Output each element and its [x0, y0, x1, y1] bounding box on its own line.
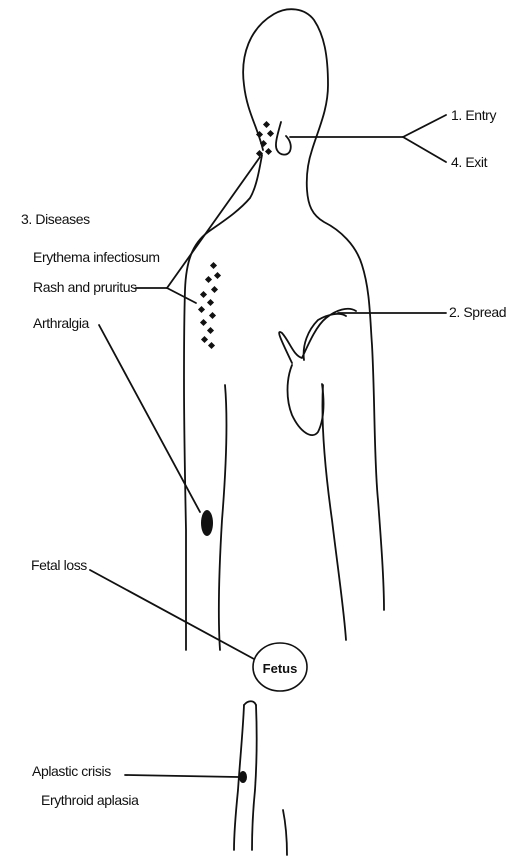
rash-dot	[200, 319, 207, 326]
fetus-label: Fetus	[258, 661, 302, 676]
aplastic-crisis-leader	[125, 775, 238, 777]
entry-label: 1. Entry	[451, 108, 496, 122]
fetal-loss-label: Fetal loss	[31, 558, 87, 572]
joint-marker	[201, 510, 213, 536]
rash-dot	[265, 148, 272, 155]
rash-dot	[214, 272, 221, 279]
nose-icon	[276, 122, 291, 155]
bone-marrow-marker	[239, 771, 247, 783]
left-inner-arm-line	[322, 385, 346, 640]
heart-icon	[279, 309, 356, 435]
disease-arthralgia-label: Arthralgia	[33, 316, 89, 330]
disease-rash-label: Rash and pruritus	[33, 280, 137, 294]
rash-dot	[207, 299, 214, 306]
exit-leader	[403, 137, 446, 162]
rash-dot	[208, 342, 215, 349]
rash-dot	[198, 306, 205, 313]
leg-outline-inner	[252, 705, 257, 850]
rash-dot	[207, 327, 214, 334]
rash-dot	[209, 312, 216, 319]
erythroid-aplasia-label: Erythroid aplasia	[41, 793, 138, 807]
rash-dot	[205, 276, 212, 283]
diseases-heading: 3. Diseases	[21, 212, 90, 226]
leg-top	[244, 701, 256, 705]
rash-dot	[263, 121, 270, 128]
disease-leader-arm	[167, 288, 196, 303]
spread-label: 2. Spread	[449, 305, 506, 319]
left-leg-stub	[283, 810, 287, 855]
right-inner-arm-line	[219, 385, 226, 650]
rash-dot	[210, 262, 217, 269]
rash-dot	[201, 336, 208, 343]
fetal-loss-leader	[90, 570, 254, 659]
rash-dot	[267, 130, 274, 137]
disease-erythema-label: Erythema infectiosum	[33, 250, 160, 264]
exit-label: 4. Exit	[451, 155, 487, 169]
rash-dot	[200, 291, 207, 298]
entry-leader	[403, 115, 446, 137]
rash-dot	[211, 286, 218, 293]
body-outline-left	[243, 9, 384, 610]
body-outline-right-arm	[184, 155, 262, 650]
aplastic-crisis-label: Aplastic crisis	[32, 764, 111, 778]
